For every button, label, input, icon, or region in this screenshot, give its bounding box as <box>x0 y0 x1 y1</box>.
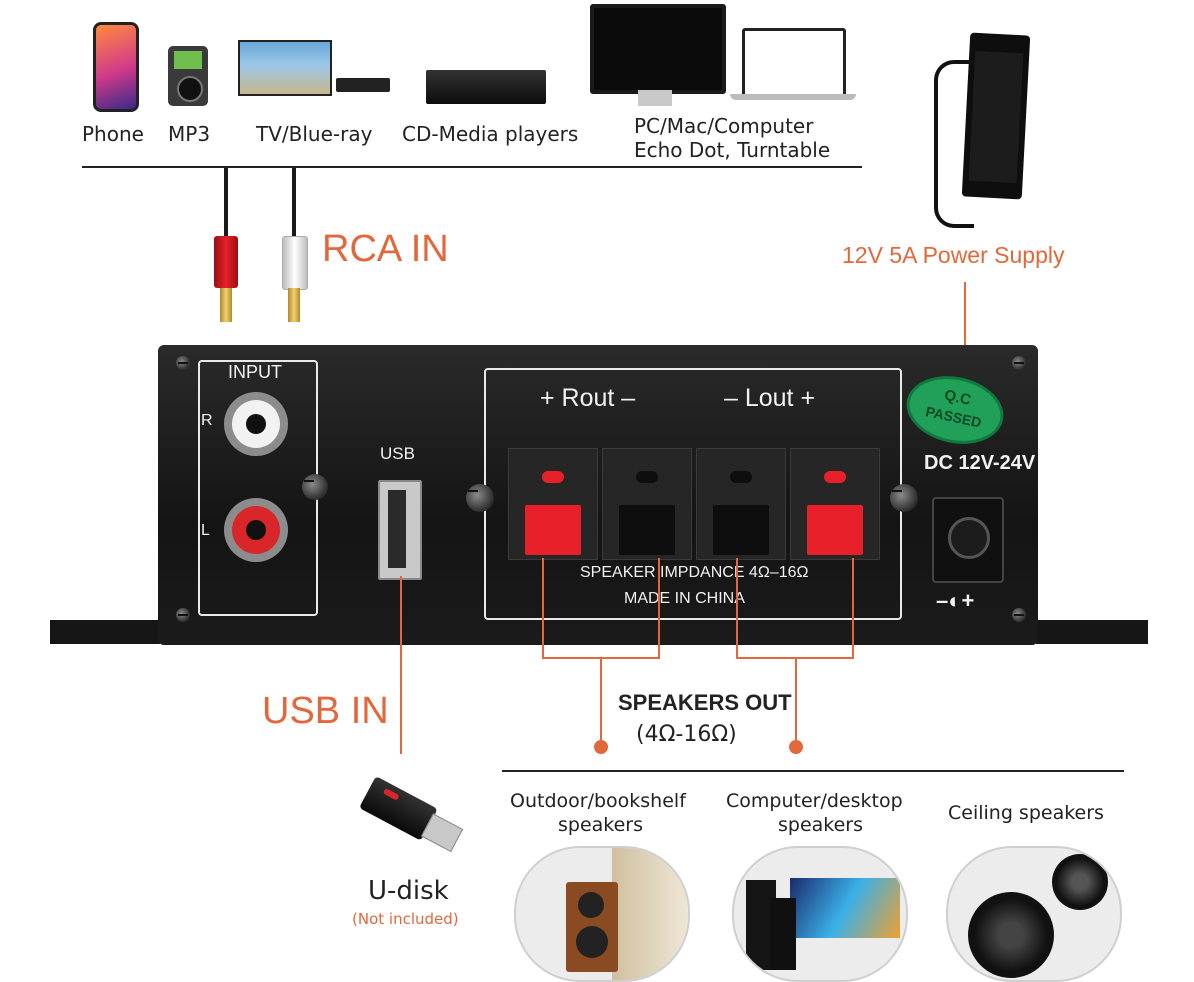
dc-polarity-label: –◐+ <box>936 588 975 613</box>
rca-cable-red <box>224 168 228 238</box>
right-mounting-flange <box>1036 620 1148 644</box>
terminal-lout-minus[interactable] <box>696 448 786 560</box>
sources-divider <box>82 166 862 168</box>
pc-label-line1: PC/Mac/Computer <box>634 114 814 138</box>
terminal-rout-plus[interactable] <box>508 448 598 560</box>
imac-image <box>590 4 726 94</box>
usb-in-callout: USB IN <box>262 690 389 732</box>
speakers-divider <box>502 770 1124 772</box>
computer-speaker-label-line2: speakers <box>778 814 864 836</box>
rca-cable-white <box>292 168 296 238</box>
cd-label: CD-Media players <box>402 122 579 146</box>
input-label: INPUT <box>228 362 282 382</box>
screw-bottom-right <box>1012 608 1026 622</box>
router-image <box>336 78 390 92</box>
usb-port[interactable] <box>378 480 422 580</box>
power-supply-callout: 12V 5A Power Supply <box>842 242 1065 268</box>
terminal-rout-minus[interactable] <box>602 448 692 560</box>
usb-callout-line <box>400 576 402 754</box>
u-disk-image <box>352 769 471 869</box>
speakers-out-range: (4Ω-16Ω) <box>636 722 737 747</box>
ceiling-speaker-label: Ceiling speakers <box>948 802 1104 824</box>
rout-label: + Rout – <box>540 384 636 412</box>
tv-label: TV/Blue-ray <box>256 122 373 146</box>
dc-rating-label: DC 12V-24V <box>924 452 1036 474</box>
desktop-speaker-image <box>732 846 908 982</box>
usb-label: USB <box>380 444 415 463</box>
ceiling-speaker-image <box>946 846 1122 982</box>
rca-tip-red <box>220 288 232 322</box>
rca-tip-white <box>288 288 300 322</box>
outdoor-speaker-label-line2: speakers <box>558 814 644 836</box>
laptop-base <box>730 94 856 100</box>
input-screw <box>302 474 328 500</box>
terminal-lout-plus[interactable] <box>790 448 880 560</box>
u-disk-label: U-disk <box>368 876 449 906</box>
terminal-screw-left <box>466 484 494 512</box>
mp3-label: MP3 <box>168 122 211 146</box>
terminal-screw-right <box>890 484 918 512</box>
phone-label: Phone <box>82 122 144 146</box>
wire-lout-plus <box>852 558 854 658</box>
input-l-label: L <box>201 522 210 539</box>
rout-wire-dot <box>594 740 608 754</box>
outdoor-speaker-label-line1: Outdoor/bookshelf <box>510 790 686 812</box>
made-in-label: MADE IN CHINA <box>624 590 745 607</box>
imac-stand <box>638 90 672 106</box>
pc-label-line2: Echo Dot, Turntable <box>634 138 831 162</box>
bookshelf-speaker-image <box>514 846 690 982</box>
screw-top-right <box>1012 356 1026 370</box>
wire-rout-plus <box>542 558 544 658</box>
rca-plug-red <box>214 236 238 288</box>
input-r-label: R <box>201 412 213 429</box>
lout-wire-dot <box>789 740 803 754</box>
rca-jack-right[interactable] <box>224 392 288 456</box>
phone-image <box>93 22 139 112</box>
left-mounting-flange <box>50 620 160 644</box>
rca-plug-white <box>282 236 308 290</box>
mp3-player-image <box>168 46 208 106</box>
power-callout-line <box>964 282 966 402</box>
wire-lout-minus <box>736 558 738 658</box>
wire-rout-minus <box>658 558 660 658</box>
u-disk-note: (Not included) <box>352 910 459 928</box>
laptop-image <box>742 28 846 98</box>
screw-top-left <box>176 356 190 370</box>
tv-image <box>238 40 332 96</box>
lout-label: – Lout + <box>724 384 816 412</box>
screw-bottom-left <box>176 608 190 622</box>
rca-jack-left[interactable] <box>224 498 288 562</box>
impedance-label: SPEAKER IMPDANCE 4Ω–16Ω <box>580 564 809 581</box>
speakers-out-label: SPEAKERS OUT <box>618 690 792 715</box>
power-cable <box>934 60 974 228</box>
rca-in-callout: RCA IN <box>322 228 449 270</box>
cd-player-image <box>426 70 546 104</box>
computer-speaker-label-line1: Computer/desktop <box>726 790 903 812</box>
wire-lout-down <box>795 657 797 745</box>
wire-rout-down <box>600 657 602 745</box>
dc-power-jack[interactable] <box>932 497 1004 583</box>
